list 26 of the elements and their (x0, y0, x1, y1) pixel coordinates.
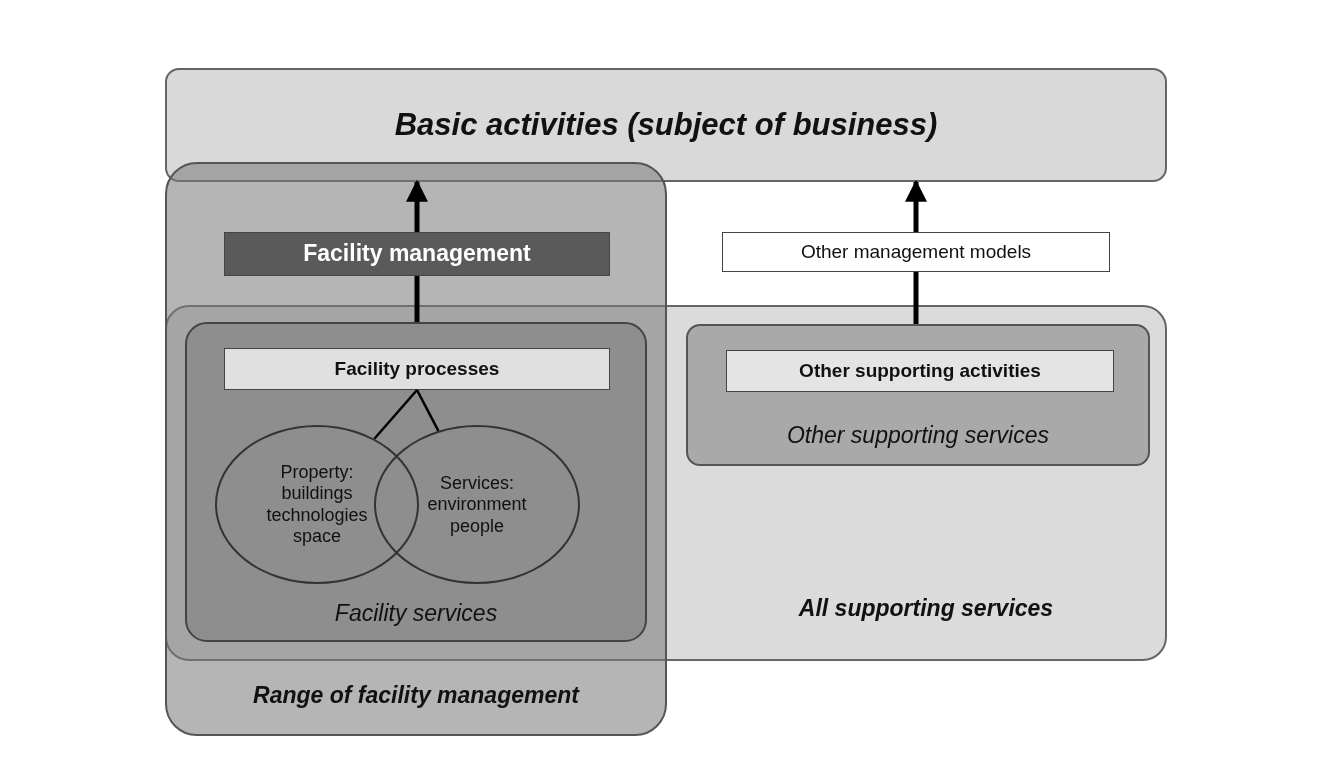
connector-line (913, 272, 919, 324)
arrow (905, 179, 927, 232)
connector-line (415, 389, 440, 432)
group-panel (686, 324, 1150, 466)
box-label: Facility processes (334, 357, 500, 381)
banner-title: Basic activities (subject of business) (394, 106, 938, 144)
region-title: Range of facility management (253, 682, 579, 710)
group-title: Facility services (334, 600, 498, 628)
connector-line (373, 389, 418, 440)
arrow (406, 179, 428, 232)
process-box (224, 348, 610, 390)
ellipse-label: Services: environment people (426, 472, 528, 537)
ellipse-node (215, 425, 419, 584)
box-label: Other supporting activities (799, 359, 1041, 383)
connector-line (414, 276, 420, 322)
process-box (726, 350, 1114, 392)
ellipse-node (374, 425, 580, 584)
process-box (224, 232, 610, 276)
box-label: Other management models (800, 240, 1032, 264)
region-title: All supporting services (797, 595, 1055, 623)
group-title: Other supporting services (786, 422, 1050, 450)
box-label: Facility management (303, 240, 531, 268)
heading-banner (165, 68, 1167, 182)
ellipse-label: Property: buildings technologies space (265, 461, 369, 548)
group-panel (185, 322, 647, 642)
process-box (722, 232, 1110, 272)
